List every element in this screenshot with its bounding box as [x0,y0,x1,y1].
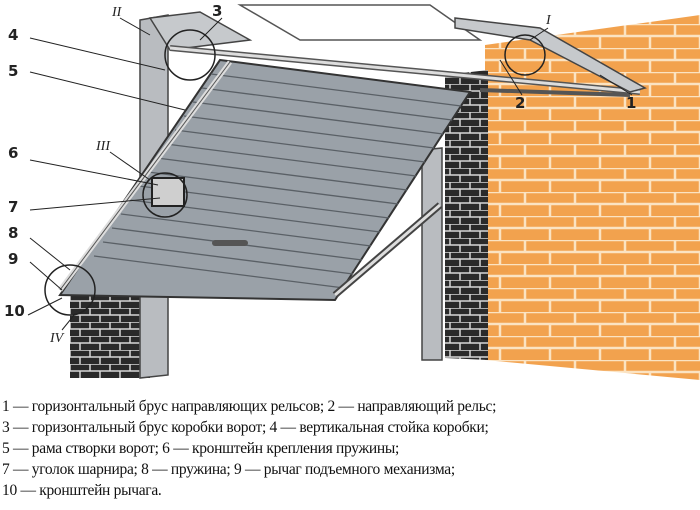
right-post [421,147,443,361]
roof-slab [237,4,483,41]
top-beam [148,11,253,51]
brick-wall [485,15,700,380]
callout-8: 8 [8,224,18,242]
detail-circle-3 [142,172,188,218]
detail-label-ii: II [111,5,123,20]
detail-label-iii: III [95,139,111,154]
guide-beam [454,17,647,93]
diagram-drawing: 4 5 6 7 8 9 10 3 2 1 II I III IV [4,2,700,380]
detail-label-i: I [545,13,552,28]
detail-circle-2 [164,29,216,81]
callout-1: 1 [626,94,636,112]
door-handle [212,240,248,246]
caption-line: 7 — уголок шарнира; 8 — пружина; 9 — рыч… [2,461,455,478]
callout-5: 5 [8,62,18,80]
detail-circle-1 [504,34,546,76]
callout-6: 6 [8,144,18,162]
callout-7: 7 [8,198,18,216]
caption-line: 3 — горизонтальный брус коробки ворот; 4… [2,419,489,436]
callout-3: 3 [212,2,222,20]
caption-line: 1 — горизонтальный брус направляющих рел… [2,398,497,415]
detail-circle-4 [44,264,96,316]
caption-line: 10 — кронштейн рычага. [2,482,162,499]
spring-bracket [151,177,185,207]
detail-label-iv: IV [49,331,65,346]
callout-4: 4 [8,26,18,44]
caption: 1 — горизонтальный брус направляющих рел… [2,396,496,501]
callout-10: 10 [4,302,25,320]
callout-9: 9 [8,250,18,268]
dark-brick-column [445,70,488,360]
caption-line: 5 — рама створки ворот; 6 — кронштейн кр… [2,440,400,457]
door-ribs [93,73,462,289]
callout-2: 2 [515,94,525,112]
